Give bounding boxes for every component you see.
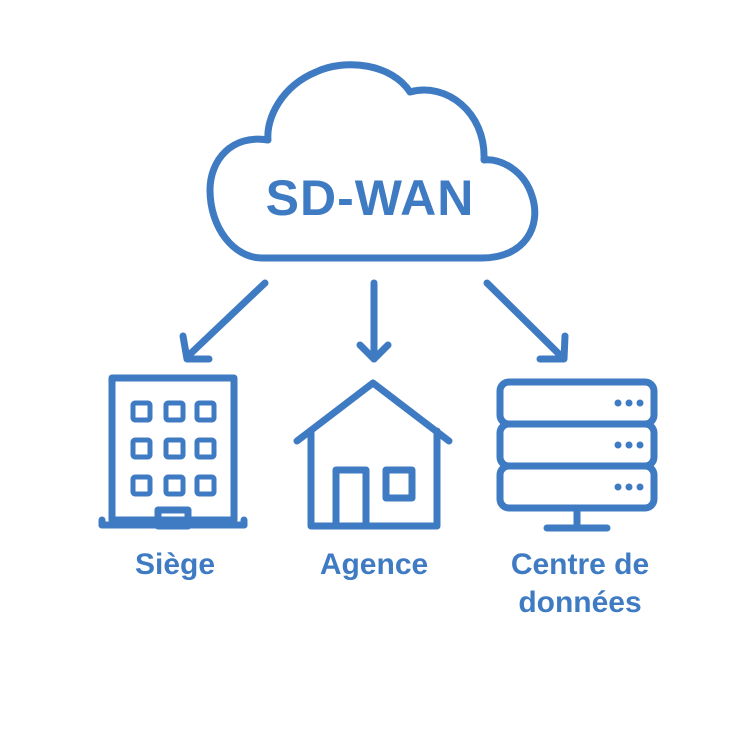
office-building-icon [98,374,248,530]
node-label-siege: Siège [134,548,216,581]
server-rack-icon [496,378,658,532]
node-label-datacenter-line2: données [518,586,642,619]
cloud-icon [206,61,539,262]
arrow-to-datacenter [483,279,569,363]
arrow-to-agence [356,279,392,363]
node-label-agence: Agence [319,548,429,581]
house-icon [293,379,453,530]
server-status-dots [614,399,644,491]
node-label-datacenter-line1: Centre de [510,548,650,581]
arrow-to-siege [179,279,269,363]
node-label-datacenter: Centre de données [480,546,680,622]
cloud-label: SD-WAN [265,170,475,226]
